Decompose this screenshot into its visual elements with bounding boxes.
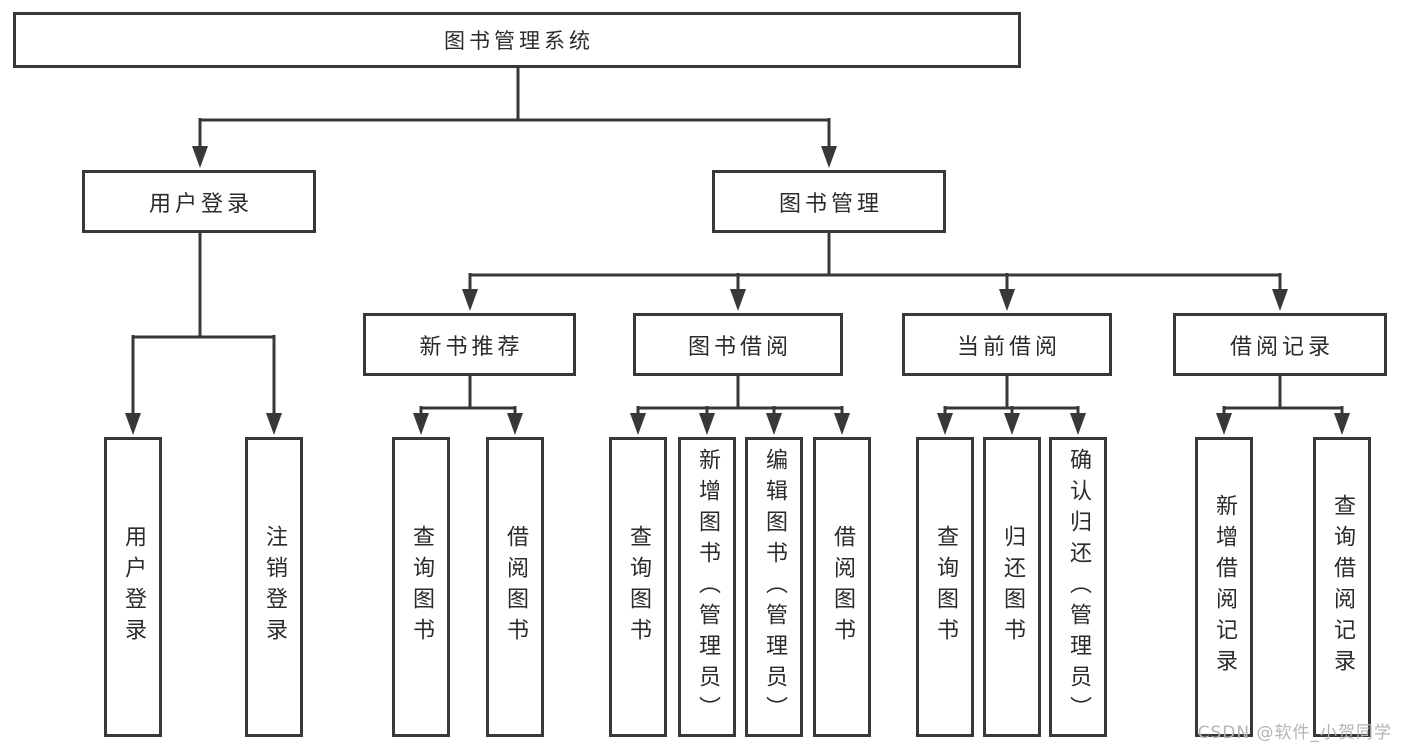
leaf-add-books-admin: 新增图书（管理员） xyxy=(678,437,736,737)
edge-user-login-to-leaves xyxy=(131,233,276,417)
node-new-book-recommend: 新书推荐 xyxy=(363,313,576,376)
leaf-add-borrow-record: 新增借阅记录 xyxy=(1195,437,1253,737)
node-library-management-system: 图书管理系统 xyxy=(13,12,1021,68)
leaf-borrow-books-recommend: 借阅图书 xyxy=(486,437,544,737)
node-label: 借阅记录 xyxy=(1229,334,1334,360)
edge-book-management-to-level3 xyxy=(468,233,1282,292)
leaf-label: 注销登录 xyxy=(262,525,287,649)
node-label: 图书管理 xyxy=(778,191,883,217)
edge-level3-to-leaves xyxy=(419,376,1344,417)
node-user-login: 用户登录 xyxy=(82,170,316,233)
leaf-label: 编辑图书（管理员） xyxy=(762,447,787,727)
leaf-label: 查询图书 xyxy=(409,525,434,649)
leaf-label: 借阅图书 xyxy=(503,525,528,649)
leaf-user-login: 用户登录 xyxy=(104,437,162,737)
node-label: 图书管理系统 xyxy=(444,29,594,53)
leaf-query-books-recommend: 查询图书 xyxy=(392,437,450,737)
leaf-label: 新增图书（管理员） xyxy=(695,447,720,727)
leaf-edit-books-admin: 编辑图书（管理员） xyxy=(745,437,803,737)
leaf-label: 用户登录 xyxy=(121,525,146,649)
leaf-return-books: 归还图书 xyxy=(983,437,1041,737)
edge-root-to-level2 xyxy=(198,68,831,150)
leaf-label: 查询图书 xyxy=(933,525,958,649)
node-current-borrowing: 当前借阅 xyxy=(902,313,1112,376)
leaf-label: 确认归还（管理员） xyxy=(1066,447,1091,727)
csdn-watermark: CSDN @软件_小贺同学 xyxy=(1197,723,1392,743)
leaf-query-books-borrowing: 查询图书 xyxy=(609,437,667,737)
leaf-borrow-books: 借阅图书 xyxy=(813,437,871,737)
leaf-label: 借阅图书 xyxy=(830,525,855,649)
node-borrow-records: 借阅记录 xyxy=(1173,313,1387,376)
leaf-label: 归还图书 xyxy=(1000,525,1025,649)
leaf-label: 查询借阅记录 xyxy=(1330,494,1355,680)
node-label: 用户登录 xyxy=(148,191,253,217)
node-book-borrowing: 图书借阅 xyxy=(633,313,843,376)
node-label: 新书推荐 xyxy=(419,334,524,360)
node-label: 图书借阅 xyxy=(687,334,792,360)
node-label: 当前借阅 xyxy=(956,334,1061,360)
leaf-logout: 注销登录 xyxy=(245,437,303,737)
leaf-confirm-return-admin: 确认归还（管理员） xyxy=(1049,437,1107,737)
leaf-label: 新增借阅记录 xyxy=(1212,494,1237,680)
leaf-query-books-current: 查询图书 xyxy=(916,437,974,737)
leaf-query-borrow-record: 查询借阅记录 xyxy=(1313,437,1371,737)
node-book-management: 图书管理 xyxy=(712,170,946,233)
leaf-label: 查询图书 xyxy=(626,525,651,649)
